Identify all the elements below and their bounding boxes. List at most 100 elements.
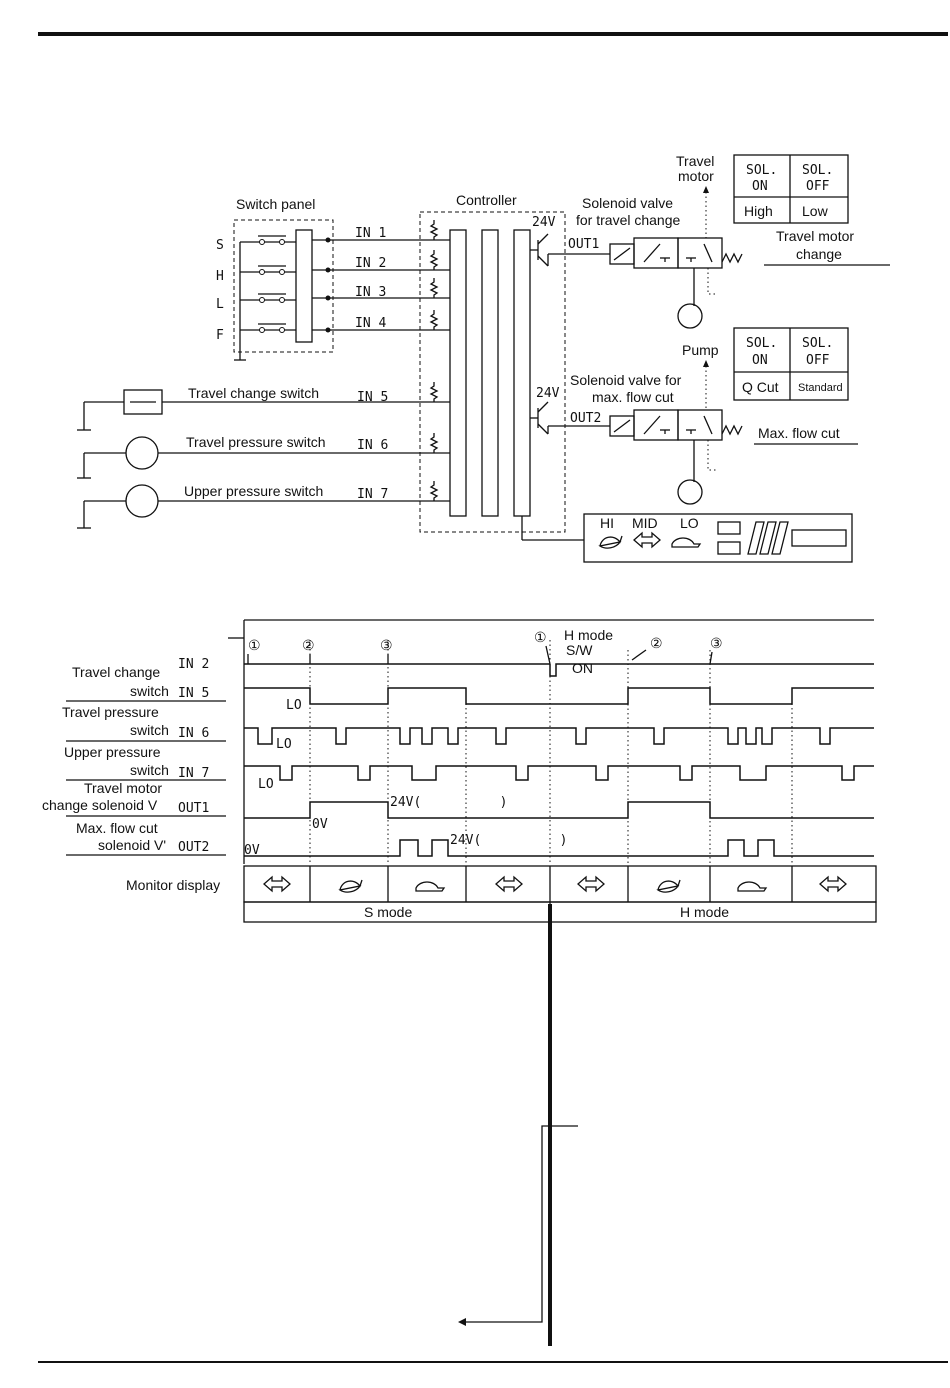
sol-table-1 xyxy=(733,154,849,224)
switch-label-h: H xyxy=(216,269,224,284)
mode-bar xyxy=(243,901,877,923)
t1-h2b: OFF xyxy=(806,179,830,194)
lo-level-3: LO xyxy=(258,777,274,792)
valve2-arrow xyxy=(703,360,709,367)
t2-h2b: OFF xyxy=(806,353,830,368)
t2-h1b: ON xyxy=(752,353,768,368)
monitor-display-cells xyxy=(263,866,847,902)
row5-label-1: Max. flow cut xyxy=(76,820,158,836)
callout-leader xyxy=(462,1125,578,1323)
hmode-note-1: H mode xyxy=(564,627,613,643)
timing-frame xyxy=(228,619,874,864)
out1-label: OUT1 xyxy=(568,237,599,252)
marker-2b: ② xyxy=(650,635,663,651)
row1-label-1: Travel change xyxy=(72,664,160,680)
pump-label: Pump xyxy=(682,342,719,358)
travel-change-switch-label: Travel change switch xyxy=(188,385,319,401)
switch-label-l: L xyxy=(216,297,224,312)
monitor-panel xyxy=(583,513,853,563)
in2-label: IN 2 xyxy=(355,256,386,271)
valve1-label-1: Solenoid valve xyxy=(582,195,673,211)
valve1-arrow xyxy=(703,186,709,193)
hmode-note-2: S/W xyxy=(566,642,593,658)
in6-label: IN 6 xyxy=(357,438,388,453)
pullup-resistors xyxy=(429,220,439,501)
row3-in: IN 7 xyxy=(178,766,209,781)
monitor-lo: LO xyxy=(680,515,699,531)
out2-label: OUT2 xyxy=(570,411,601,426)
switch-panel-box xyxy=(233,219,334,353)
controller-title: Controller xyxy=(456,192,517,208)
row1-label-2: switch xyxy=(130,683,169,699)
upper-pressure-switch-label: Upper pressure switch xyxy=(184,483,323,499)
travel-motor-label-1: Travel xyxy=(676,153,714,169)
monitor-hi: HI xyxy=(600,515,614,531)
row4-label-2: change solenoid V xyxy=(42,797,158,813)
marker-3b: ③ xyxy=(710,635,723,651)
valve2-drain xyxy=(707,440,716,471)
t1-c1: High xyxy=(744,203,773,219)
travel-motor-label-2: motor xyxy=(678,168,714,184)
in5-label: IN 5 xyxy=(357,390,388,405)
double-arrow-icon xyxy=(633,531,661,549)
row5-label-2: solenoid V' xyxy=(98,837,166,853)
t1-h1a: SOL. xyxy=(746,163,777,178)
v24-out1: 24V xyxy=(532,215,556,230)
marker-2a: ② xyxy=(302,637,315,653)
solenoid-valve-1 xyxy=(609,237,743,329)
v24-level-1: 24V( ) xyxy=(390,795,507,810)
row-underlines xyxy=(66,700,226,856)
solenoid-valve-2 xyxy=(609,409,743,505)
row3-label-2: switch xyxy=(130,762,169,778)
waveforms xyxy=(244,663,874,857)
external-switches xyxy=(77,352,420,529)
travel-motor-change-caption-1: Travel motor xyxy=(776,228,854,244)
row2-label-1: Travel pressure xyxy=(62,704,159,720)
row4-in: OUT1 xyxy=(178,801,209,816)
monitor-display-label: Monitor display xyxy=(126,877,220,893)
t1-h1b: ON xyxy=(752,179,768,194)
t2-c1: Q Cut xyxy=(742,379,779,395)
v24-level-2: 24V( ) xyxy=(450,833,567,848)
in3-label: IN 3 xyxy=(355,285,386,300)
valve2-label-2: max. flow cut xyxy=(592,389,674,405)
valve2-label-1: Solenoid valve for xyxy=(570,372,682,388)
row3-label-1: Upper pressure xyxy=(64,744,161,760)
s-mode-label: S mode xyxy=(364,904,412,920)
row1-in-a: IN 2 xyxy=(178,657,209,672)
marker-arrows xyxy=(247,645,713,665)
switch-contacts xyxy=(239,229,420,352)
in4-label: IN 4 xyxy=(355,316,386,331)
marker-3a: ③ xyxy=(380,637,393,653)
h-mode-label: H mode xyxy=(680,904,729,920)
lo-level-1: LO xyxy=(286,698,302,713)
row4-label-1: Travel motor xyxy=(84,780,162,796)
timing-gridlines xyxy=(243,640,793,864)
monitor-mid: MID xyxy=(632,515,658,531)
rabbit-icon xyxy=(598,535,623,549)
ov-level-2: 0V xyxy=(244,843,260,858)
travel-pressure-switch-label: Travel pressure switch xyxy=(186,434,326,450)
t1-h2a: SOL. xyxy=(802,163,833,178)
sol-table-2 xyxy=(733,327,849,401)
controller-box xyxy=(419,211,566,533)
travel-motor-change-caption-2: change xyxy=(796,246,842,262)
row1-in-b: IN 5 xyxy=(178,686,209,701)
output-transistors xyxy=(537,233,610,435)
lo-level-2: LO xyxy=(276,737,292,752)
controller-buses xyxy=(420,229,584,541)
ov-level-1: 0V xyxy=(312,817,328,832)
max-flow-cut-caption: Max. flow cut xyxy=(758,425,840,441)
marker-1b: ① xyxy=(534,629,547,645)
t2-h1a: SOL. xyxy=(746,336,777,351)
t2-c2: Standard xyxy=(798,382,843,394)
valve1-label-2: for travel change xyxy=(576,212,680,228)
valve1-drain xyxy=(707,268,716,295)
hmode-note-3: ON xyxy=(572,660,593,676)
switch-label-f: F xyxy=(216,328,224,343)
t1-c2: Low xyxy=(802,203,829,219)
turtle-icon xyxy=(671,537,702,548)
marker-1a: ① xyxy=(248,637,261,653)
callout-arrow-icon xyxy=(458,1318,466,1326)
